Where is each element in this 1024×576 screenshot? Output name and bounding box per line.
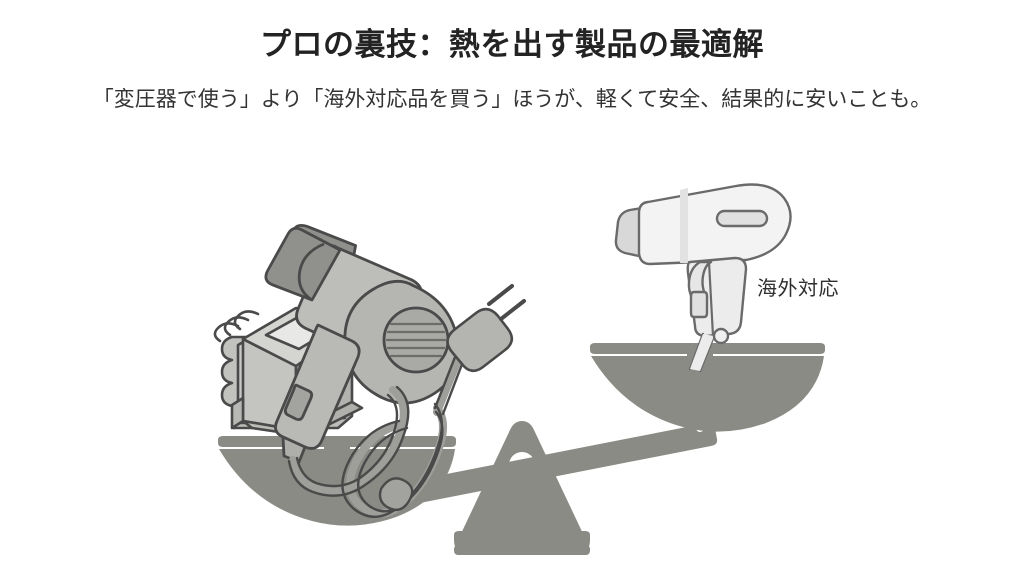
icon-power-cord-coiled [287, 284, 526, 518]
illustration-balance-scale [0, 140, 1024, 576]
overseas-compatible-label: 海外対応 [757, 278, 839, 300]
scale-pan-right [590, 343, 825, 432]
page-title: プロの裏技：熱を出す製品の最適解 [260, 27, 764, 62]
page-subtitle: 「変圧器で使う」より「海外対応品を買う」ほうが、軽くて安全、結果的に安いことも。 [92, 88, 932, 111]
icon-hair-dryer-domestic [274, 223, 460, 464]
dryer-side-detail [715, 209, 769, 228]
cord-tie-strap [378, 477, 414, 512]
dryer-nozzle-concentrator [264, 226, 342, 302]
icon-hair-dryer-dual-voltage [614, 183, 792, 373]
grille-vent-lines [385, 322, 447, 358]
cord-hanging-ring [712, 327, 730, 345]
power-plug [446, 284, 526, 373]
